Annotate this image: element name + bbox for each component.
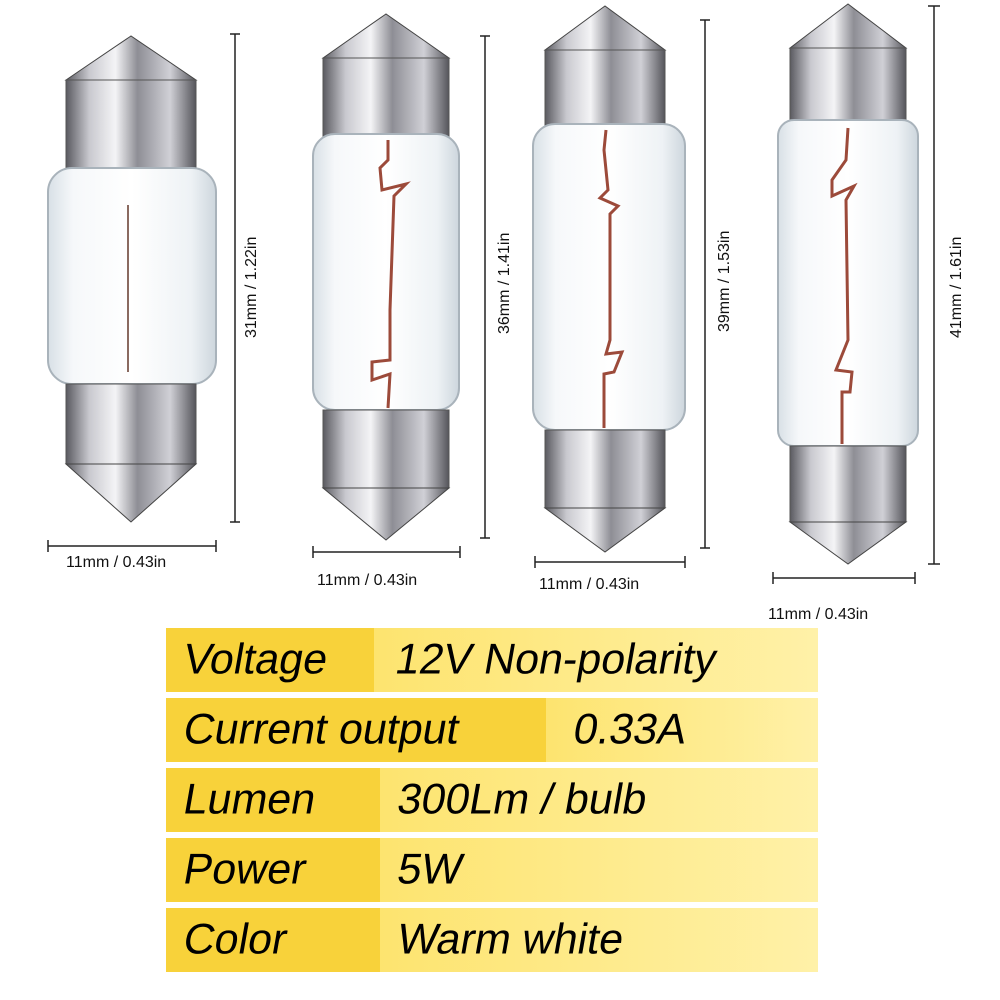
bulb-3 <box>532 5 686 553</box>
spec-label-current: Current output <box>179 705 464 754</box>
bulb-4 <box>777 3 919 565</box>
bulb-3-length-label: 39mm / 1.53in <box>716 230 733 332</box>
bulb-4-width-label: 11mm / 0.43in <box>768 606 869 623</box>
spec-label-color: Color <box>179 915 292 964</box>
spec-label-power: Power <box>179 845 311 894</box>
spec-row-power: Power 5W <box>166 838 818 902</box>
spec-row-color: Color Warm white <box>166 908 818 972</box>
spec-value-lumen: 300Lm / bulb <box>393 775 651 824</box>
spec-value-current: 0.33A <box>569 705 691 754</box>
bulb-1-length-label: 31mm / 1.22in <box>243 236 260 338</box>
bulb-1-width-label: 11mm / 0.43in <box>66 554 167 571</box>
bulb-2-width-label: 11mm / 0.43in <box>317 572 418 589</box>
bulb-2 <box>312 13 460 541</box>
spec-value-color: Warm white <box>393 915 628 964</box>
spec-row-voltage: Voltage 12V Non-polarity <box>166 628 818 692</box>
spec-value-power: 5W <box>393 845 467 894</box>
spec-row-current: Current output 0.33A <box>166 698 818 762</box>
spec-label-lumen: Lumen <box>179 775 320 824</box>
bulb-3-width-label: 11mm / 0.43in <box>539 576 640 593</box>
bulb-4-length-label: 41mm / 1.61in <box>948 236 965 338</box>
spec-table: Voltage 12V Non-polarity Current output … <box>166 628 818 978</box>
bulb-1 <box>47 35 217 523</box>
spec-value-voltage: 12V Non-polarity <box>391 635 721 684</box>
bulb-2-length-label: 36mm / 1.41in <box>496 232 513 334</box>
spec-label-voltage: Voltage <box>179 635 332 684</box>
spec-row-lumen: Lumen 300Lm / bulb <box>166 768 818 832</box>
